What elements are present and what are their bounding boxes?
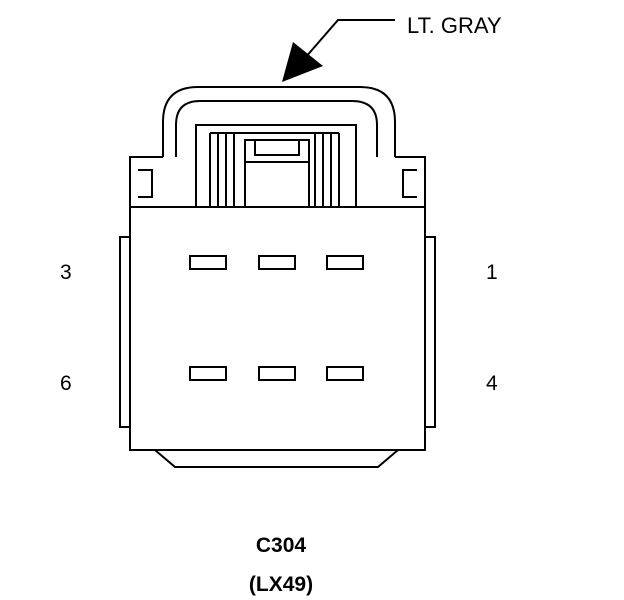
terminal-cavities — [189, 255, 364, 381]
cavity-1 — [326, 255, 364, 270]
cavity-3 — [189, 255, 227, 270]
connector-body — [119, 86, 436, 468]
cavity-2 — [258, 255, 296, 270]
cavity-4 — [326, 366, 364, 381]
cavity-6 — [189, 366, 227, 381]
pin-label-1: 1 — [486, 261, 498, 284]
callout-arrowhead — [282, 42, 323, 82]
pin-label-6: 6 — [60, 372, 72, 395]
callout-label: LT. GRAY — [407, 13, 502, 38]
connector-code: (LX49) — [249, 573, 313, 596]
callout-leader — [282, 19, 395, 82]
connector-id: C304 — [256, 534, 307, 557]
pin-label-3: 3 — [60, 261, 72, 284]
pin-label-4: 4 — [486, 372, 498, 395]
cavity-5 — [258, 366, 296, 381]
